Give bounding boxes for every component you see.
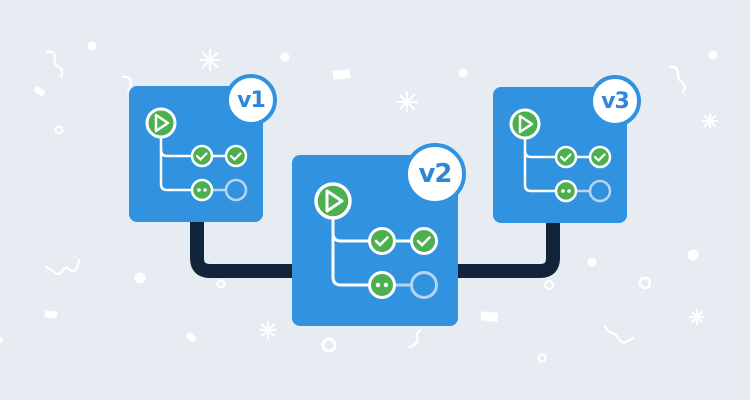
play-icon xyxy=(145,107,177,139)
pipeline-graph xyxy=(314,182,438,299)
check-icon xyxy=(588,145,612,169)
empty-circle-icon xyxy=(410,271,438,299)
pipeline-graph xyxy=(509,108,612,203)
version-badge: v2 xyxy=(404,143,466,205)
check-icon xyxy=(224,144,248,168)
check-icon xyxy=(554,145,578,169)
version-badge: v3 xyxy=(589,75,641,127)
check-icon xyxy=(368,227,396,255)
check-icon xyxy=(190,144,214,168)
pipeline-card-v3[interactable]: v3 xyxy=(493,75,641,223)
empty-circle-icon xyxy=(224,178,248,202)
pipeline-card-v1[interactable]: v1 xyxy=(129,74,277,222)
dots-icon xyxy=(554,179,578,203)
pipeline-graph xyxy=(145,107,248,202)
dots-icon xyxy=(190,178,214,202)
play-icon xyxy=(314,182,352,220)
play-icon xyxy=(509,108,541,140)
dots-icon xyxy=(368,271,396,299)
empty-circle-icon xyxy=(588,179,612,203)
version-badge: v1 xyxy=(225,74,277,126)
pipeline-card-v2[interactable]: v2 xyxy=(292,143,466,326)
check-icon xyxy=(410,227,438,255)
